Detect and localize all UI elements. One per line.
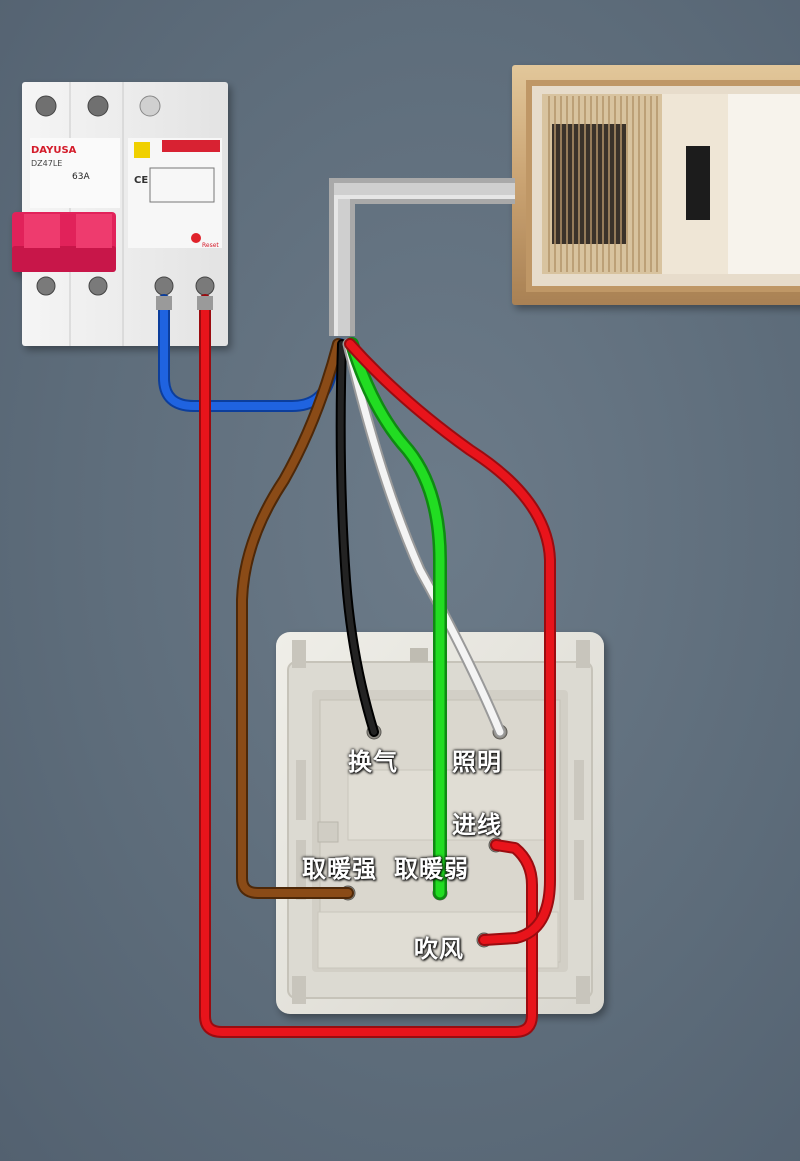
label-incoming: 进线	[452, 811, 502, 839]
circuit-breaker-icon: DAYUSA DZ47LE 63A CE Reset	[12, 82, 228, 346]
label-heat-weak: 取暖弱	[394, 855, 469, 883]
wires	[158, 294, 556, 1038]
reset-label: Reset	[202, 242, 219, 249]
label-heat-strong: 取暖强	[302, 855, 377, 883]
conduit-icon	[329, 178, 515, 336]
heater-icon	[512, 65, 800, 305]
label-lighting: 照明	[452, 748, 502, 776]
ce-mark: CE	[134, 175, 148, 186]
label-blow: 吹风	[414, 935, 464, 963]
heater-grille	[552, 124, 626, 244]
breaker-model: DZ47LE	[31, 159, 62, 168]
breaker-rating: 63A	[72, 172, 90, 182]
label-ventilation: 换气	[348, 748, 398, 776]
breaker-brand: DAYUSA	[31, 145, 77, 156]
heater-display	[686, 146, 710, 220]
